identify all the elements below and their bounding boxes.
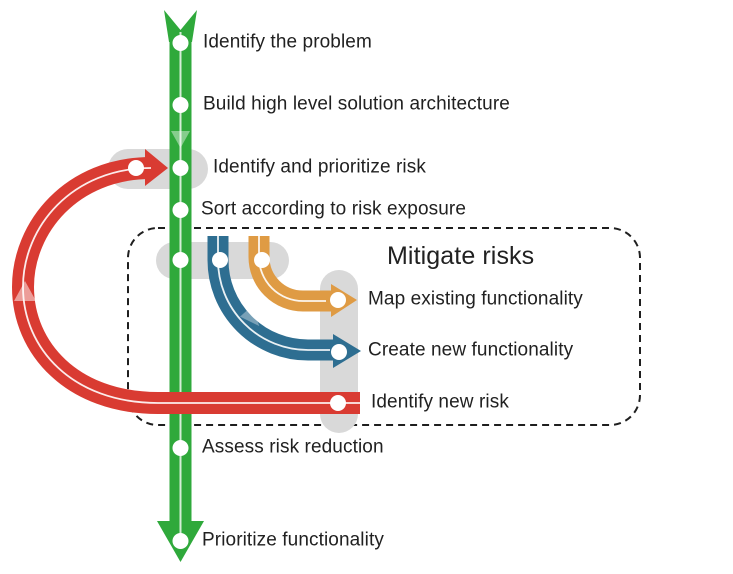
node-risk-loop-end — [128, 160, 144, 176]
node-map-start — [254, 252, 270, 268]
step-label-identify-prioritize: Identify and prioritize risk — [213, 156, 426, 178]
create-functionality-centerline — [217, 236, 330, 351]
risk-loop-direction-arrow-icon — [14, 281, 36, 301]
main-flow-tail-notch — [164, 10, 197, 42]
step-label-prioritize-functionality: Prioritize functionality — [202, 529, 384, 551]
flow-nodes — [128, 35, 347, 549]
risk-loop-arrow — [11, 149, 360, 414]
node-identify-new-risk — [330, 395, 346, 411]
create-functionality-direction-arrow-icon — [240, 305, 260, 327]
node-sort-risk-exposure — [172, 202, 189, 218]
mitigate-box-title: Mitigate risks — [387, 241, 535, 270]
node-create-start — [212, 252, 228, 268]
node-build-architecture — [172, 97, 189, 113]
main-flow-arrow — [157, 10, 204, 562]
node-identify-problem — [172, 35, 189, 51]
node-assess-risk-reduction — [172, 440, 189, 456]
step-label-sort-risk-exposure: Sort according to risk exposure — [201, 198, 466, 220]
step-label-assess-risk-reduction: Assess risk reduction — [202, 436, 384, 458]
step-label-build-architecture: Build high level solution architecture — [203, 93, 510, 115]
node-mitigate-row-main — [172, 252, 189, 268]
node-create-end — [331, 344, 347, 360]
step-label-identify-problem: Identify the problem — [203, 31, 372, 53]
step-label-map-existing: Map existing functionality — [368, 288, 583, 310]
step-label-identify-new-risk: Identify new risk — [371, 391, 509, 413]
node-identify-prioritize-risk — [172, 160, 189, 176]
risk-loop-arrowhead-icon — [145, 149, 168, 186]
node-prioritize-functionality — [172, 533, 189, 549]
main-flow-direction-arrow-icon — [171, 131, 190, 148]
node-map-end — [330, 292, 346, 308]
mitigate-risks-box — [127, 227, 641, 426]
step-label-create-new: Create new functionality — [368, 339, 574, 361]
